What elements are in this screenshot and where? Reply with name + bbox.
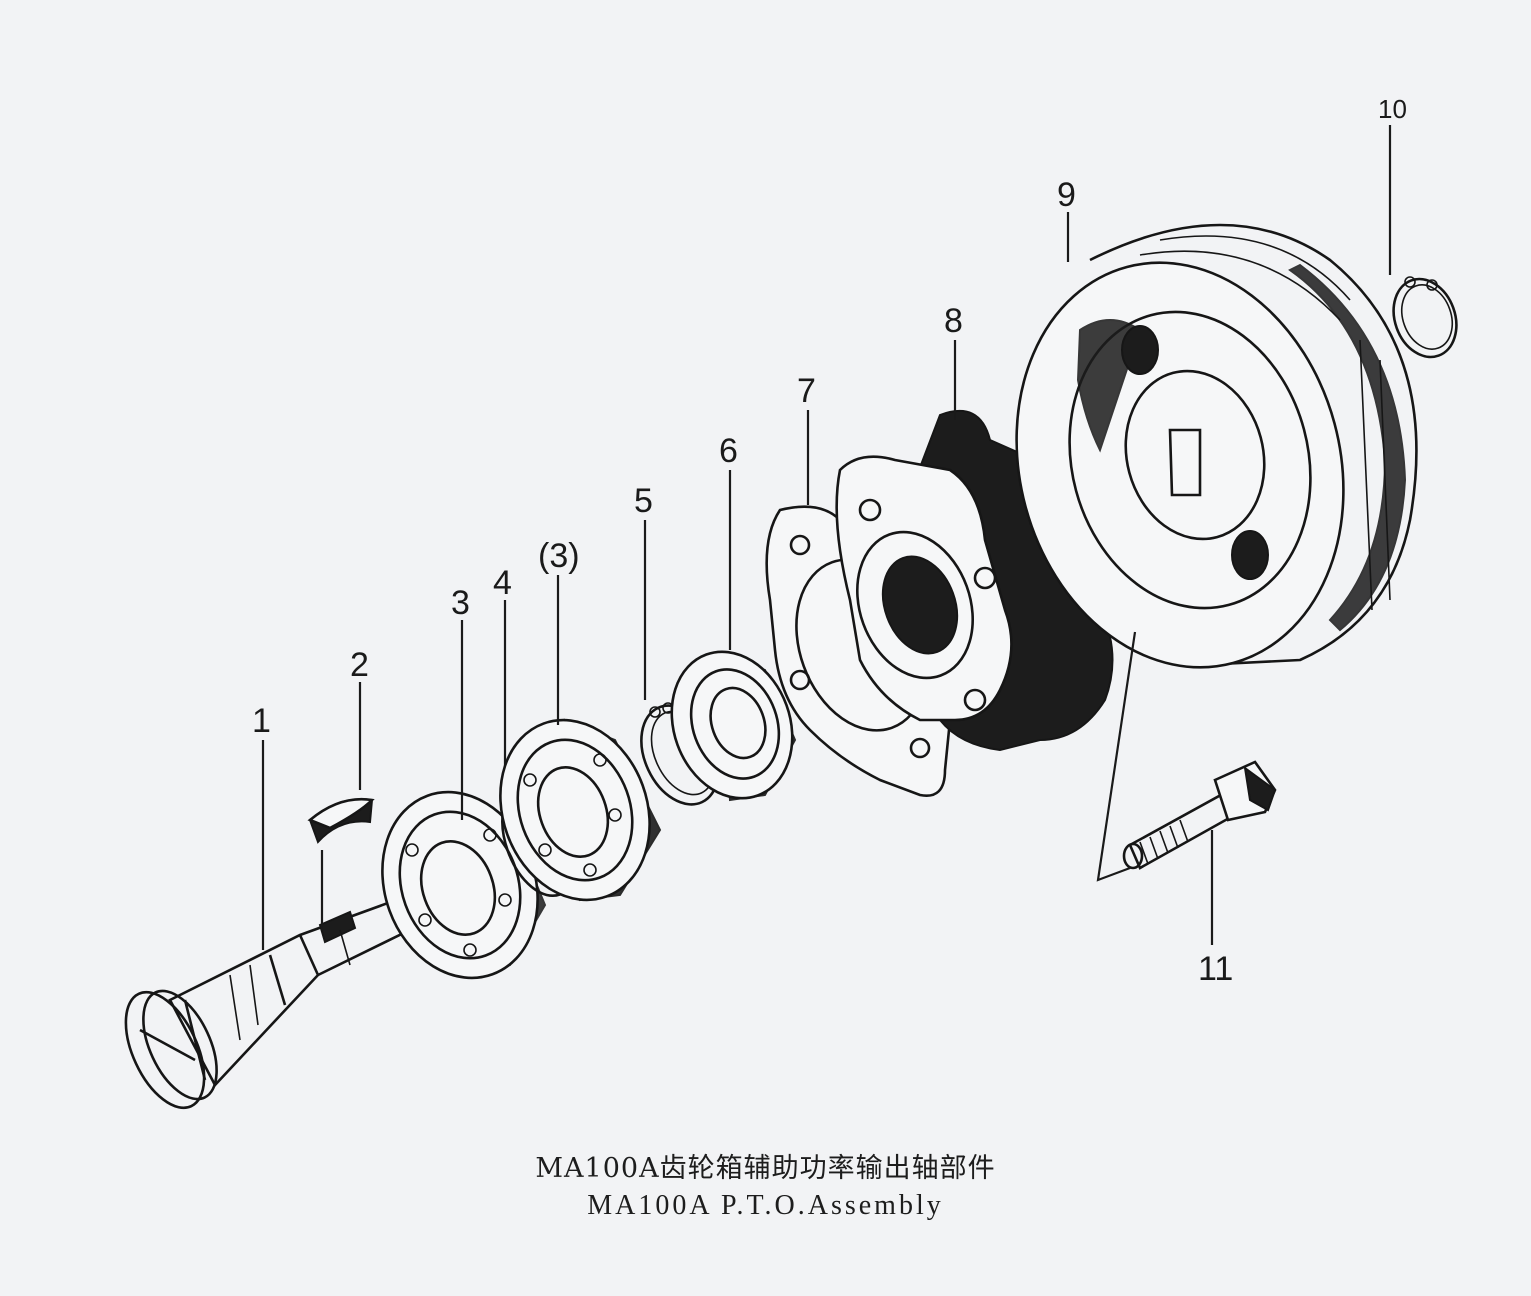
label-part-11: 11 — [1198, 950, 1233, 988]
part-10-circlip — [1392, 276, 1458, 359]
part-2-woodruff-key — [307, 797, 375, 844]
label-part-5: 5 — [634, 482, 653, 520]
label-part-9: 9 — [1057, 176, 1076, 214]
caption-chinese: MA100A齿轮箱辅助功率输出轴部件 — [535, 1153, 996, 1184]
part-1-output-shaft — [124, 893, 422, 1110]
label-part-2: 2 — [350, 646, 369, 684]
label-part-3b: (3) — [538, 537, 580, 575]
part-6-oil-seal — [670, 650, 797, 802]
label-part-3: 3 — [451, 584, 470, 622]
label-part-1: 1 — [252, 702, 271, 740]
part-3b-ball-bearing — [499, 718, 662, 902]
leader-part-11-pointer — [1096, 631, 1137, 882]
label-part-6: 6 — [719, 432, 738, 470]
part-11-hex-bolt — [1122, 760, 1277, 870]
caption-english: MA100A P.T.O.Assembly — [587, 1190, 944, 1221]
label-part-10: 10 — [1378, 94, 1407, 124]
label-part-4: 4 — [493, 564, 512, 602]
label-part-7: 7 — [797, 372, 816, 410]
caption: MA100A齿轮箱辅助功率输出轴部件 MA100A P.T.O.Assembly — [0, 1152, 1531, 1226]
part-9-v-belt-pulley — [1015, 223, 1418, 669]
label-part-8: 8 — [944, 302, 963, 340]
